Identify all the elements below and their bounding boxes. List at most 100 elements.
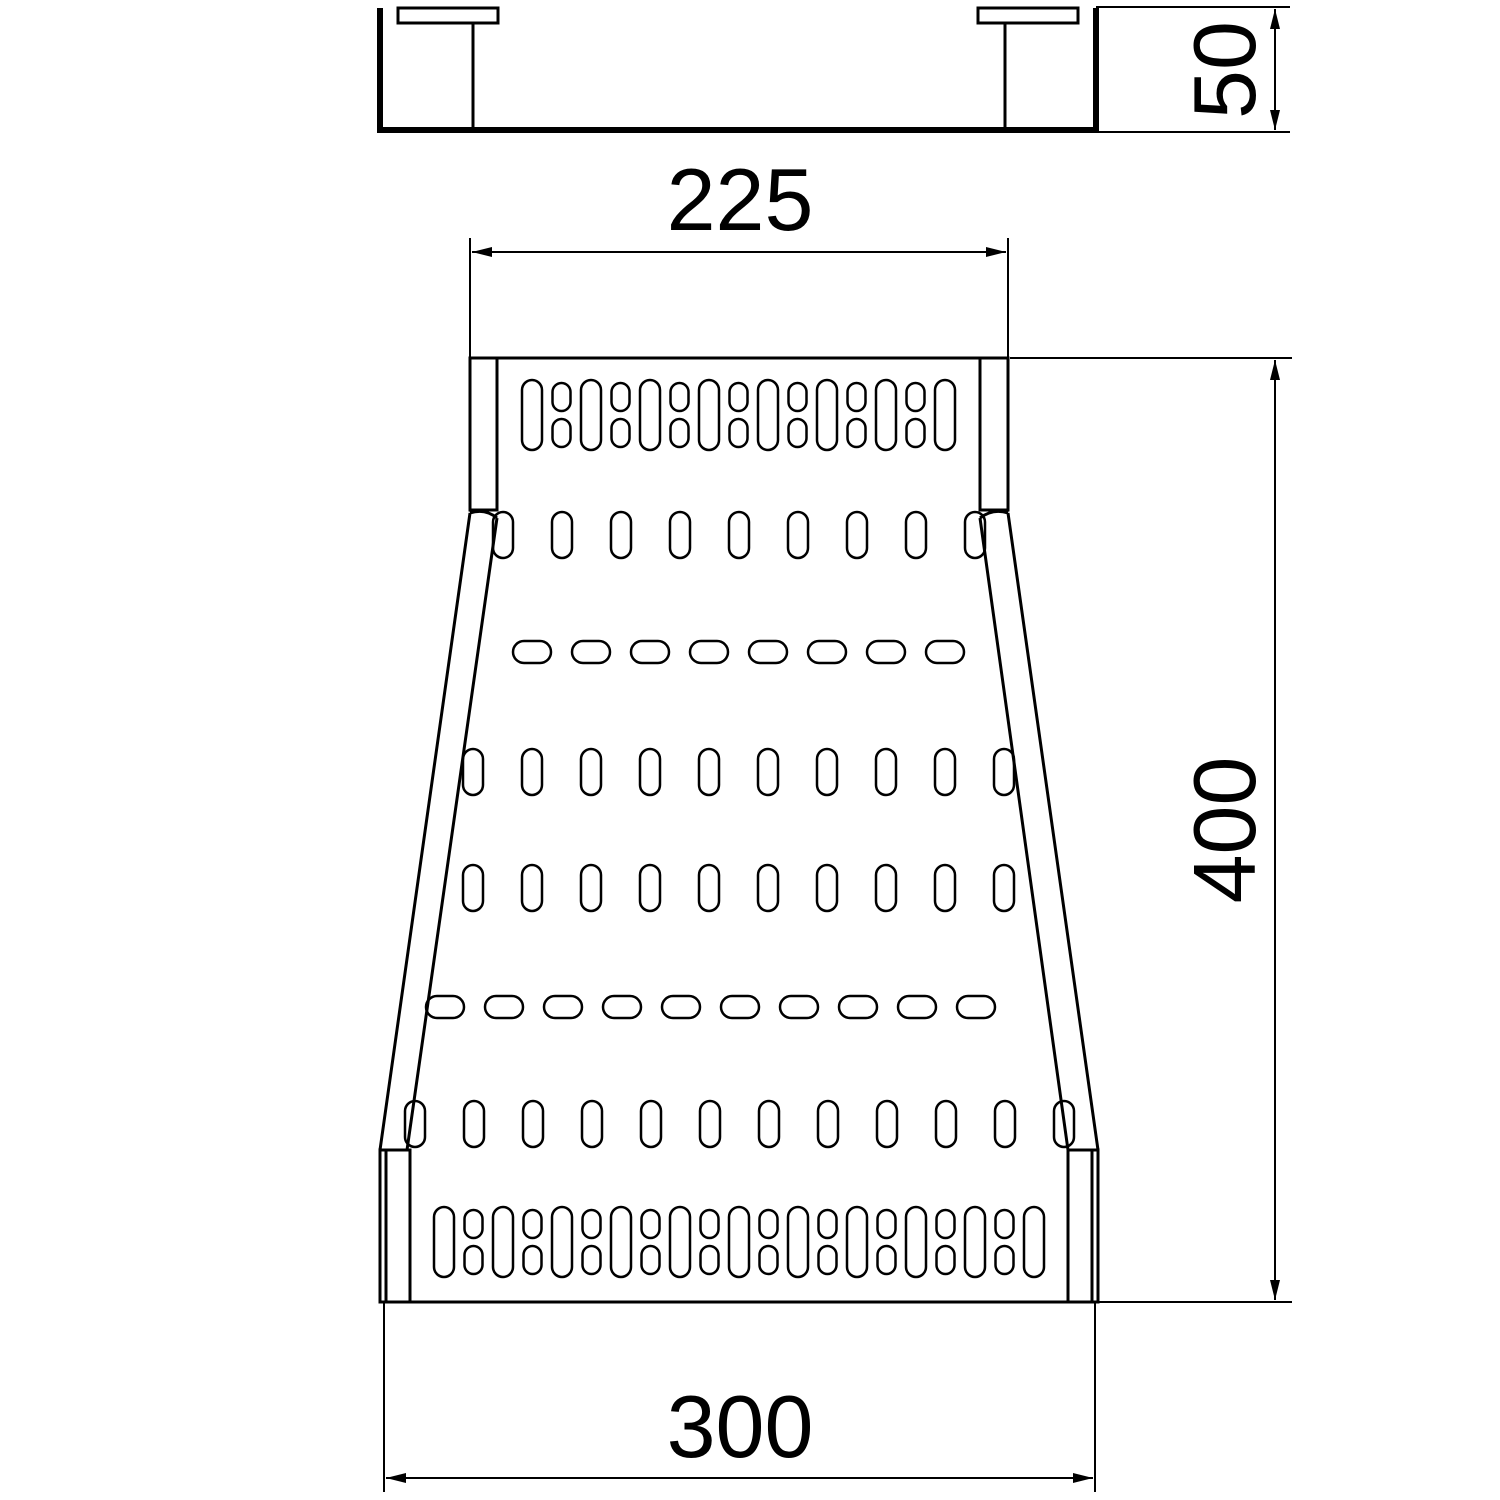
perforation-slot [815, 747, 839, 797]
perforation-slot [876, 1208, 897, 1240]
perforation-slot [935, 1244, 956, 1276]
perforation-slot [491, 510, 515, 560]
perforation-slot [993, 1099, 1017, 1149]
perforation-slot [570, 639, 612, 665]
perforation-slot [905, 417, 926, 449]
perforation-slot [551, 417, 572, 449]
perforation-slot [463, 1208, 484, 1240]
dimension-50-label: 50 [1175, 21, 1274, 119]
right-flange [976, 6, 1080, 25]
right-slanted-wall [978, 509, 1100, 1151]
perforation-slot [1052, 1099, 1076, 1149]
perforation-slot [935, 1208, 956, 1240]
perforation-slot [846, 381, 867, 413]
perforation-slot [491, 1205, 515, 1279]
perforation-slot [1022, 1205, 1046, 1279]
perforation-slot [601, 994, 643, 1020]
perforation-slot [787, 417, 808, 449]
perforation-slot [845, 1205, 869, 1279]
perforation-slot [522, 1208, 543, 1240]
perforation-slot [462, 1099, 486, 1149]
perforation-slot [697, 747, 721, 797]
perforation-slot [629, 639, 671, 665]
perforation-slot [688, 639, 730, 665]
perforation-slot [817, 1244, 838, 1276]
perforation-slot [806, 639, 848, 665]
perforation-slot [520, 863, 544, 913]
perforation-slot [992, 863, 1016, 913]
perforation-slot [669, 417, 690, 449]
perforation-slot [905, 381, 926, 413]
perforation-slot [963, 1205, 987, 1279]
perforation-slot [551, 381, 572, 413]
perforation-slot [933, 378, 957, 452]
side-view [377, 6, 1290, 133]
perforation-slot [786, 1205, 810, 1279]
perforation-slot [638, 863, 662, 913]
perforation-slot [955, 994, 997, 1020]
perforation-slot [874, 747, 898, 797]
perforation-slot [610, 417, 631, 449]
perforation-slot [719, 994, 761, 1020]
perforation-slot [865, 639, 907, 665]
perforation-slot [424, 994, 466, 1020]
perforation-slot [904, 1205, 928, 1279]
perforation-slot [727, 1205, 751, 1279]
perforation-slot [924, 639, 966, 665]
perforation-slot [520, 378, 544, 452]
dimension-400-label: 400 [1175, 757, 1274, 904]
perforation-slot [994, 1244, 1015, 1276]
perforation-slot [579, 747, 603, 797]
perforation-slot [817, 1208, 838, 1240]
dimension-300-label: 300 [667, 1377, 814, 1476]
perforation-slot [816, 1099, 840, 1149]
perforation-slot [660, 994, 702, 1020]
left-bottom-wall [378, 1148, 412, 1304]
perforation-slot [757, 1099, 781, 1149]
perforation-slot [461, 863, 485, 913]
perforation-slot [579, 863, 603, 913]
perforation-slot [786, 510, 810, 560]
perforation-slot [756, 378, 780, 452]
perforation-slot [747, 639, 789, 665]
perforation-slot [581, 1208, 602, 1240]
perforation-slot [403, 1099, 427, 1149]
dimensions [383, 238, 1292, 1492]
perforation-slot [432, 1205, 456, 1279]
perforation-slot [640, 1208, 661, 1240]
perforation-slot [727, 510, 751, 560]
perforation-slot [699, 1244, 720, 1276]
perforation-slot [787, 381, 808, 413]
perforation-slot [758, 1244, 779, 1276]
perforation-slot [758, 1208, 779, 1240]
perforation-slot [846, 417, 867, 449]
perforation-slot [639, 1099, 663, 1149]
perforation-slot [669, 381, 690, 413]
perforation-slot [638, 378, 662, 452]
perforation-slot [728, 381, 749, 413]
perforation-slot [756, 863, 780, 913]
perforation-slot [896, 994, 938, 1020]
perforation-slot [874, 863, 898, 913]
perforation-slot [579, 378, 603, 452]
perforation-slot [698, 1099, 722, 1149]
perforation-slot [845, 510, 869, 560]
perforation-slot [934, 1099, 958, 1149]
right-bottom-wall [1066, 1148, 1100, 1304]
perforation-slot [463, 1244, 484, 1276]
side-profile [377, 8, 1099, 133]
right-top-wall [978, 356, 1010, 512]
perforation-slot [697, 863, 721, 913]
perforation-slot [521, 1099, 545, 1149]
left-slanted-wall [378, 509, 499, 1151]
left-top-wall [468, 356, 499, 512]
perforation-slot [638, 747, 662, 797]
perforation-slot [522, 1244, 543, 1276]
perforation-slot [520, 747, 544, 797]
perforation-slot [550, 510, 574, 560]
perforation-slot [815, 378, 839, 452]
perforation-slot [581, 1244, 602, 1276]
perforation-slot [483, 994, 525, 1020]
